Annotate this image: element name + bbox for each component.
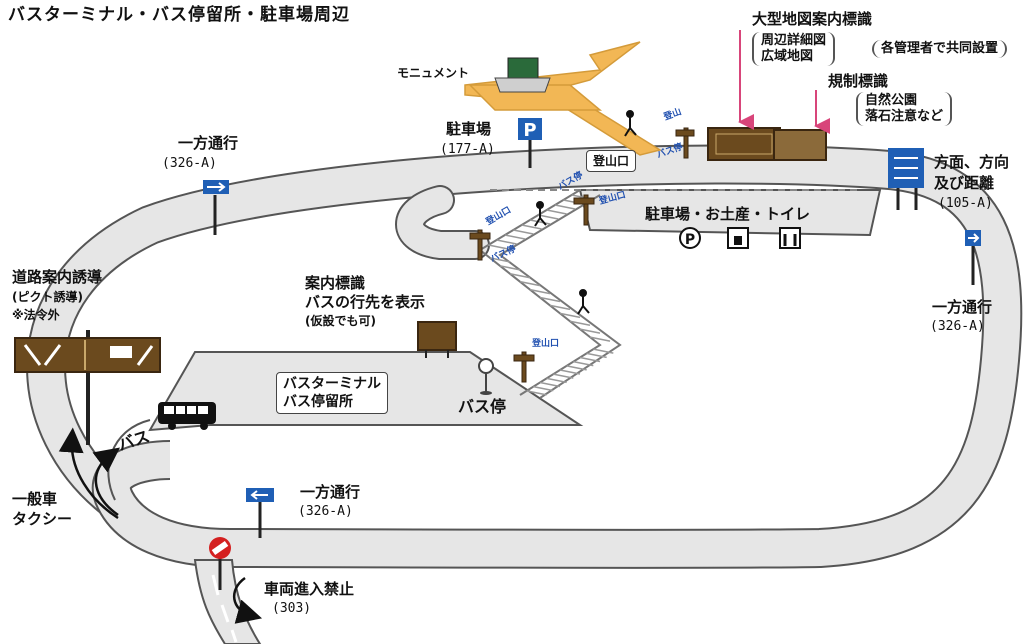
inner-road: [395, 185, 490, 260]
stair-step: [533, 385, 554, 392]
general-taxi-line2: タクシー: [12, 510, 73, 528]
stair-step: [546, 377, 567, 384]
bus-stop-pole: [478, 358, 494, 395]
facility-icons: P: [679, 227, 801, 249]
one-way-right-label: 一方通行: [932, 298, 993, 316]
direction-distance-code: (105-A): [938, 196, 993, 211]
parking-sign-letter: P: [523, 120, 536, 141]
bus-terminal-line2: バス停留所: [283, 394, 353, 410]
stair-step: [559, 312, 581, 319]
large-map-sign-items: 周辺詳細図 広域地図: [752, 32, 836, 66]
one-way-sign-right: [965, 230, 981, 285]
hiker-icons: [534, 110, 637, 315]
one-way-bottom-code: (326-A): [298, 504, 353, 519]
stair-step: [496, 239, 517, 245]
large-map-sign-board: [707, 127, 827, 161]
monument-label: モニュメント: [397, 66, 470, 80]
stair-step: [593, 348, 614, 354]
stair-step: [589, 336, 611, 342]
large-map-sign-label: 大型地図案内標識: [752, 10, 873, 28]
one-way-top-code: (326-A): [162, 156, 217, 171]
trailhead-box: 登山口: [586, 150, 637, 172]
main-road: [26, 144, 1023, 569]
facility-parking-icon: P: [685, 232, 695, 248]
regulation-item-park: 自然公園: [865, 93, 918, 108]
guide-sign-line2: バスの行先を表示: [305, 293, 426, 311]
general-taxi-line1: 一般車: [12, 490, 58, 508]
signpost-tozanguchi-left: 登山口: [483, 204, 513, 228]
parking-code: (177-A): [440, 142, 495, 157]
arrow-no-entry: [233, 576, 263, 624]
guide-sign-line3: (仮設でも可): [305, 314, 376, 328]
joint-installation-label: 各管理者で共同設置: [872, 40, 1008, 58]
stair-step: [559, 369, 581, 375]
no-entry-sign: [209, 537, 231, 590]
stair-step: [529, 219, 551, 225]
bus-terminal-box: バスターミナル バス停留所: [276, 372, 388, 414]
stair-step: [539, 381, 561, 388]
arrow-bus-route: [92, 447, 120, 517]
one-way-sign-bottom: [246, 488, 274, 538]
road-guide-board: [14, 330, 161, 445]
one-way-right-code: (326-A): [930, 319, 985, 334]
stair-step: [549, 304, 571, 311]
stair-step: [573, 360, 594, 367]
stair-step: [586, 352, 607, 359]
parking-souvenir-toilet-label: 駐車場・お土産・トイレ: [645, 205, 811, 223]
direction-distance-line1: 方面、方向: [934, 153, 1010, 171]
stair-step: [553, 373, 574, 379]
one-way-sign-top: [203, 180, 229, 235]
stair-step: [521, 224, 542, 230]
parking-label: 駐車場: [446, 120, 492, 138]
stair-step: [579, 328, 601, 334]
regulation-sign-items: 自然公園 落石注意など: [856, 92, 953, 126]
road-guide-line1: 道路案内誘導: [12, 268, 103, 286]
bus-stop-label: バス停: [458, 397, 507, 416]
no-entry-code: (303): [272, 601, 312, 616]
large-map-item-wide: 広域地図: [761, 49, 814, 64]
parking-sign: P: [518, 118, 542, 168]
regulation-item-rockfall: 落石注意など: [865, 109, 944, 124]
stair-step: [529, 288, 551, 295]
one-way-bottom-label: 一方通行: [300, 483, 361, 501]
monument-path: [464, 41, 662, 156]
signpost-tozanguchi-low: 登山口: [531, 337, 559, 349]
stair-step: [513, 229, 534, 235]
road-guide-line3: ※法令外: [12, 308, 60, 322]
signpost-tozan-top: 登山: [661, 105, 683, 123]
stair-step: [504, 234, 526, 240]
arrow-general-route: [58, 427, 119, 520]
page-title: バスターミナル・バス停留所・駐車場周辺: [8, 5, 350, 25]
stair-step: [569, 320, 591, 326]
one-way-top-label: 一方通行: [178, 134, 239, 152]
no-entry-label: 車両進入禁止: [264, 580, 355, 598]
stair-step: [538, 214, 559, 220]
stair-step: [579, 356, 601, 363]
stair-step: [526, 390, 547, 396]
stair-step: [489, 257, 511, 263]
stair-step: [519, 280, 541, 287]
regulation-sign-label: 規制標識: [828, 72, 889, 90]
guide-sign-line1: 案内標識: [305, 274, 366, 292]
stair-step: [546, 209, 567, 215]
stair-step: [488, 244, 509, 250]
entry-road: [91, 440, 262, 644]
signposts: [469, 127, 695, 383]
bus-terminal-line1: バスターミナル: [283, 376, 381, 392]
stair-step: [539, 296, 561, 303]
stair-step: [566, 365, 587, 371]
bus-icon: [158, 402, 216, 430]
guide-sign-board: [417, 321, 457, 358]
stair-step: [509, 273, 531, 279]
stair-step: [554, 204, 576, 210]
road-guide-line2: (ピクト誘導): [12, 290, 83, 304]
direction-distance-line2: 及び距離: [934, 174, 995, 192]
direction-distance-sign: [888, 148, 924, 210]
stair-step: [499, 265, 521, 271]
stair-steps: [488, 194, 614, 396]
large-map-item-detail: 周辺詳細図: [761, 33, 827, 48]
